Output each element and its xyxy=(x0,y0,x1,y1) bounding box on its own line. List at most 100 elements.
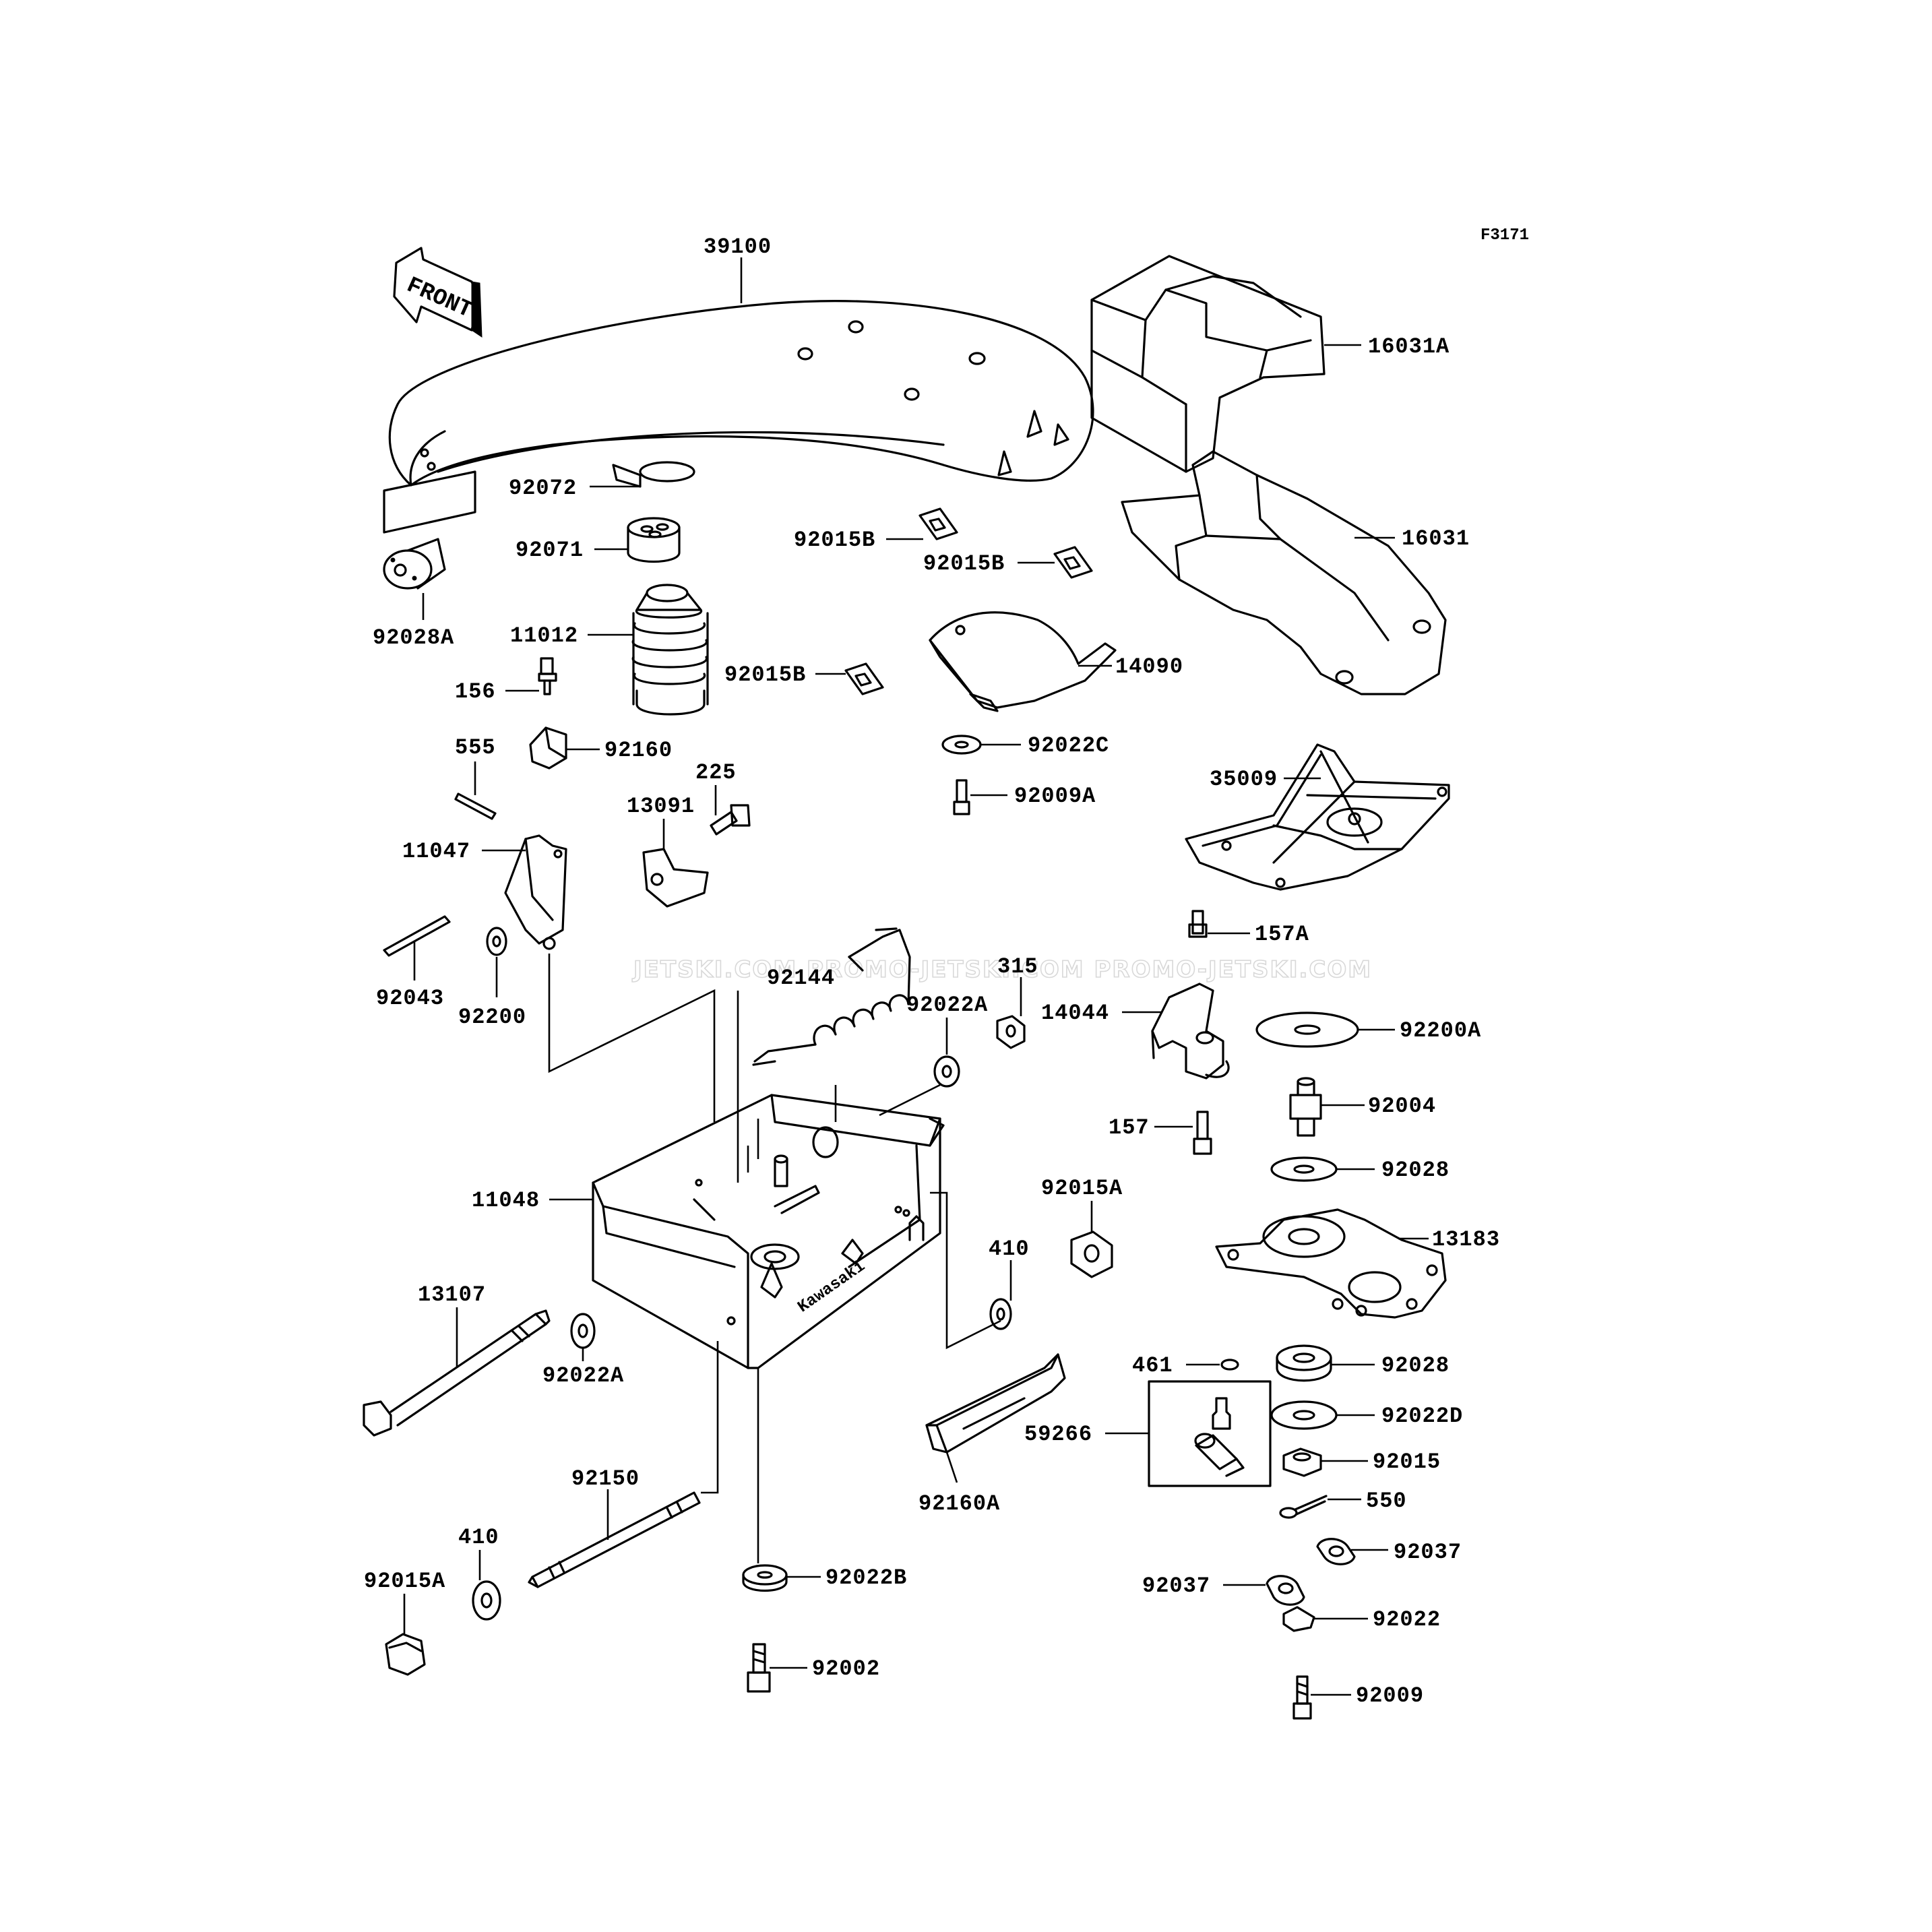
label-555: 555 xyxy=(455,735,496,760)
part-92150-stud xyxy=(528,1491,701,1588)
label-92004: 92004 xyxy=(1368,1094,1436,1119)
part-92015A-nut-2 xyxy=(385,1633,426,1676)
label-92009: 92009 xyxy=(1356,1683,1424,1708)
label-92028A: 92028A xyxy=(373,625,454,650)
part-410-washer-1 xyxy=(989,1298,1012,1330)
part-92022B-washer xyxy=(742,1564,788,1592)
part-92028-washer-1 xyxy=(1270,1156,1338,1182)
part-92015-nut xyxy=(1282,1447,1322,1477)
part-225-bolt xyxy=(710,804,751,836)
label-92022C: 92022C xyxy=(1028,733,1109,758)
label-92022D: 92022D xyxy=(1381,1404,1463,1429)
label-92037-2: 92037 xyxy=(1142,1573,1210,1598)
label-11012: 11012 xyxy=(510,623,578,648)
part-14090-plate xyxy=(929,611,1117,712)
label-13183: 13183 xyxy=(1432,1227,1500,1252)
part-13183-plate xyxy=(1215,1208,1447,1319)
part-92071-grommet xyxy=(627,517,681,563)
label-92150: 92150 xyxy=(571,1466,640,1491)
part-92022C-washer xyxy=(941,735,982,755)
part-92022-clip xyxy=(1282,1606,1315,1632)
part-92022A-washer-2 xyxy=(570,1313,596,1349)
label-92022A-2: 92022A xyxy=(542,1363,624,1388)
part-157-bolt xyxy=(1193,1111,1212,1155)
part-92002-bolt xyxy=(747,1643,771,1693)
front-arrow-icon: FRONT xyxy=(393,247,482,338)
label-92043: 92043 xyxy=(376,986,444,1011)
label-39100: 39100 xyxy=(704,235,772,259)
label-11048: 11048 xyxy=(472,1188,540,1213)
part-92022A-washer-1 xyxy=(933,1055,960,1088)
label-13107: 13107 xyxy=(418,1282,486,1307)
part-11012-boot xyxy=(631,584,709,716)
label-156: 156 xyxy=(455,679,496,704)
label-92160A: 92160A xyxy=(918,1491,1000,1516)
part-92015B-clip-2 xyxy=(1053,546,1093,579)
part-157A-bolt xyxy=(1188,910,1208,938)
part-11047-bracket xyxy=(504,834,567,950)
part-92009A-screw xyxy=(953,779,970,815)
part-92037-clamp-1 xyxy=(1316,1538,1356,1565)
label-35009: 35009 xyxy=(1210,767,1278,792)
label-59266: 59266 xyxy=(1024,1422,1092,1447)
label-92022A-1: 92022A xyxy=(906,993,988,1018)
part-92015B-clip-3 xyxy=(844,662,884,695)
label-92002: 92002 xyxy=(812,1656,880,1681)
part-461-clip xyxy=(1220,1359,1239,1371)
part-14044-bracket xyxy=(1151,983,1230,1080)
label-92015B-2: 92015B xyxy=(923,551,1005,576)
label-92015B-1: 92015B xyxy=(794,528,875,553)
part-410-washer-2 xyxy=(472,1580,501,1621)
label-92022B: 92022B xyxy=(825,1565,907,1590)
label-92160: 92160 xyxy=(604,738,673,763)
part-555-pin xyxy=(454,792,497,820)
watermark: JETSKI.COM PROMO-JETSKI.COM PROMO-JETSKI… xyxy=(632,956,1372,983)
part-92043-pin xyxy=(383,915,451,957)
label-92200: 92200 xyxy=(458,1005,526,1030)
label-92144: 92144 xyxy=(767,966,835,991)
part-92200-washer xyxy=(486,927,507,956)
label-410-1: 410 xyxy=(989,1237,1030,1261)
label-16031: 16031 xyxy=(1402,526,1470,551)
part-92004-stud xyxy=(1289,1077,1322,1137)
part-39100-cover xyxy=(383,300,1094,534)
label-92028-1: 92028 xyxy=(1381,1158,1450,1183)
part-92015A-nut-1 xyxy=(1070,1230,1113,1278)
part-16031-pad xyxy=(1121,450,1447,695)
part-92200A-washer xyxy=(1255,1011,1359,1048)
label-92015A-2: 92015A xyxy=(364,1569,445,1594)
label-92200A: 92200A xyxy=(1400,1018,1481,1043)
label-11047: 11047 xyxy=(402,839,470,864)
label-157A: 157A xyxy=(1255,922,1309,947)
part-550-cotter-pin xyxy=(1279,1495,1328,1519)
part-13091-bracket xyxy=(642,848,709,908)
label-16031A: 16031A xyxy=(1368,334,1450,359)
part-92028-washer-2 xyxy=(1276,1344,1332,1382)
part-11048-case: Kawasaki xyxy=(592,1094,945,1369)
front-label: FRONT xyxy=(402,273,476,324)
label-92022: 92022 xyxy=(1373,1607,1441,1632)
part-92144-spring xyxy=(752,927,911,1066)
label-14044: 14044 xyxy=(1041,1001,1109,1026)
label-92037-1: 92037 xyxy=(1394,1540,1462,1565)
label-157: 157 xyxy=(1109,1115,1150,1140)
label-92015: 92015 xyxy=(1373,1450,1441,1474)
label-92015A-1: 92015A xyxy=(1041,1176,1123,1201)
figure-code: F3171 xyxy=(1481,226,1529,245)
part-92009-screw xyxy=(1292,1675,1312,1720)
assembly-guide-lines xyxy=(548,954,1001,1563)
label-92072: 92072 xyxy=(509,476,577,501)
part-315-nut xyxy=(996,1015,1026,1049)
label-14090: 14090 xyxy=(1115,654,1183,679)
part-16031A-pad xyxy=(1090,255,1326,473)
label-92009A: 92009A xyxy=(1014,784,1096,809)
label-550: 550 xyxy=(1366,1489,1407,1514)
label-92028-2: 92028 xyxy=(1381,1353,1450,1378)
part-92015B-clip-1 xyxy=(918,507,958,540)
part-92022D-washer xyxy=(1270,1400,1338,1430)
part-59266-kit xyxy=(1148,1380,1272,1487)
label-410-2: 410 xyxy=(458,1525,499,1550)
label-461: 461 xyxy=(1132,1353,1173,1378)
label-225: 225 xyxy=(695,760,737,785)
